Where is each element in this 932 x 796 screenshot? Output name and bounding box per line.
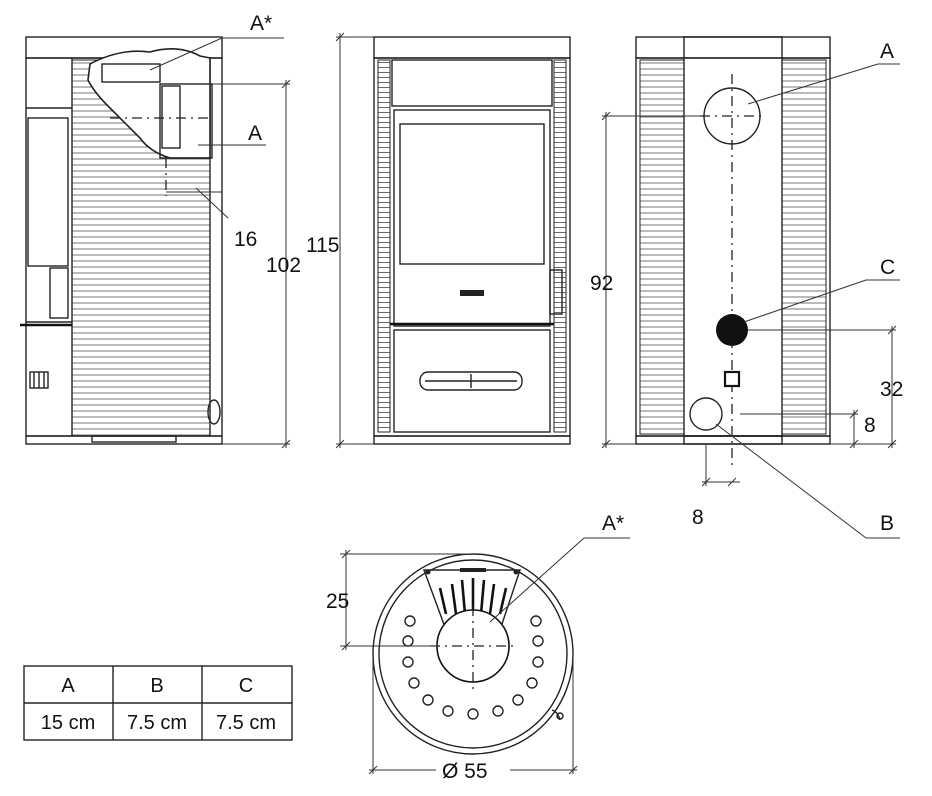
- front-door-logo: [460, 290, 484, 296]
- front-door-handle: [549, 269, 563, 315]
- table-value-c: 7.5 cm: [216, 712, 276, 734]
- dimension-115: 115: [306, 234, 339, 257]
- label-a-star-side: A*: [250, 12, 272, 35]
- back-inlet-c: [716, 314, 748, 346]
- top-view: A* 25 Ø 55: [326, 512, 630, 783]
- table-header-a: A: [61, 675, 75, 697]
- label-a-star-top: A*: [602, 512, 624, 535]
- front-glass: [399, 123, 545, 265]
- side-flue-pipe: [161, 85, 181, 149]
- front-ash-drawer: [393, 329, 551, 433]
- dimension-8-right: 8: [864, 414, 876, 437]
- dimension-diameter-55: Ø 55: [442, 760, 488, 783]
- back-left-panel: [639, 59, 685, 435]
- dimension-92: 92: [590, 272, 613, 295]
- dimension-32: 32: [880, 378, 903, 401]
- front-left-column: [377, 59, 391, 433]
- side-view: A* A 16 102: [20, 12, 301, 449]
- dimension-8-bottom: 8: [692, 506, 704, 529]
- label-a-side: A: [248, 122, 262, 145]
- dimension-25: 25: [326, 590, 349, 613]
- diameter-table: A B C 15 cm 7.5 cm 7.5 cm: [23, 665, 293, 741]
- label-a-back: A: [880, 40, 894, 63]
- front-door-frame: [393, 109, 551, 327]
- table-value-b: 7.5 cm: [127, 712, 187, 734]
- back-right-panel: [781, 59, 827, 435]
- back-square-connector: [723, 370, 741, 388]
- back-view: A C B 92 32 8 8: [590, 36, 903, 539]
- side-handle: [29, 371, 49, 389]
- front-view: 115: [306, 32, 571, 449]
- table-header-b: B: [150, 675, 163, 697]
- side-flue-top: [101, 63, 161, 83]
- label-c: C: [880, 256, 895, 279]
- front-right-column: [553, 59, 567, 433]
- front-vent: [419, 371, 523, 391]
- dimension-16: 16: [234, 228, 257, 251]
- table-value-a: 15 cm: [41, 712, 95, 734]
- top-inner-rim: [378, 559, 568, 749]
- table-header-c: C: [239, 675, 253, 697]
- label-b: B: [880, 512, 894, 535]
- back-inlet-b: [689, 397, 723, 431]
- dimension-102: 102: [266, 254, 301, 277]
